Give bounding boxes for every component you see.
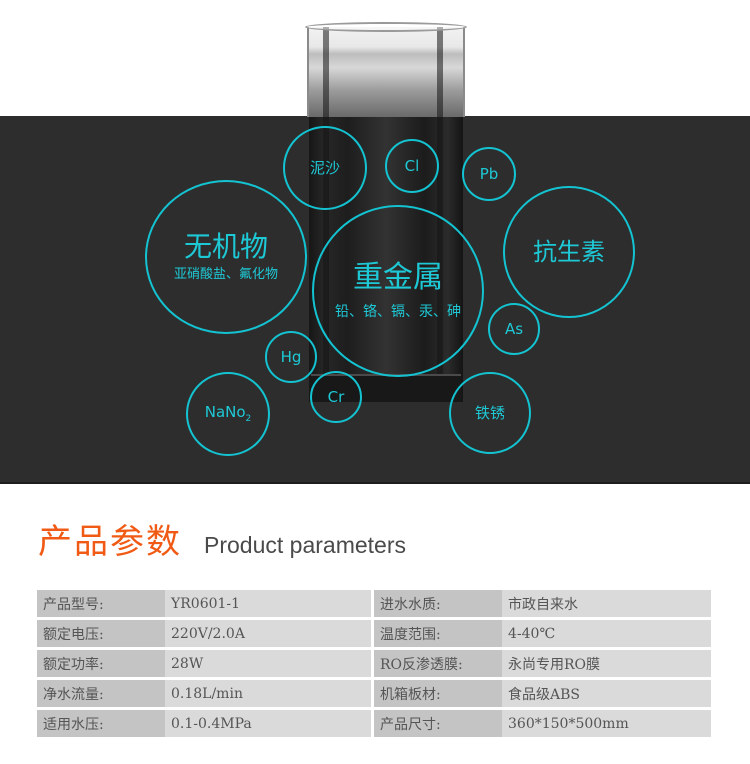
column-divider	[371, 620, 374, 647]
bubble-chromium: Cr	[310, 371, 362, 423]
param-value: 永尚专用RO膜	[502, 650, 711, 677]
bubble-title: Cl	[404, 156, 420, 175]
param-value: YR0601-1	[165, 590, 371, 617]
param-value: 4-40℃	[502, 620, 711, 647]
glass-edge	[437, 27, 443, 402]
table-row: 净水流量: 0.18L/min 机箱板材: 食品级ABS	[37, 680, 717, 707]
param-label: 进水水质:	[374, 590, 502, 617]
section-title-cn: 产品参数	[38, 522, 182, 562]
param-label: 额定功率:	[37, 650, 165, 677]
param-label: 净水流量:	[37, 680, 165, 707]
param-value: 0.1-0.4MPa	[165, 710, 371, 737]
param-value: 市政自来水	[502, 590, 711, 617]
param-label: 适用水压:	[37, 710, 165, 737]
bubble-title: 无机物	[183, 229, 268, 263]
table-row: 适用水压: 0.1-0.4MPa 产品尺寸: 360*150*500mm	[37, 710, 717, 737]
formula-text: NaNo	[204, 402, 246, 421]
param-label: 温度范围:	[374, 620, 502, 647]
bubble-sediment: 泥沙	[283, 126, 367, 210]
bubble-arsenic: As	[488, 303, 540, 355]
bubble-subtitle: 铅、铬、镉、汞、砷	[335, 304, 461, 321]
param-label: RO反渗透膜:	[374, 650, 502, 677]
table-row: 产品型号: YR0601-1 进水水质: 市政自来水	[37, 590, 717, 617]
bubble-title: Cr	[327, 387, 345, 406]
bubble-title: 抗生素	[533, 237, 605, 266]
bubble-sodium-nitrite: NaNo2	[186, 372, 270, 456]
bubble-title: 铁锈	[474, 403, 505, 422]
glass-rim	[305, 22, 467, 32]
bubble-title: 泥沙	[309, 158, 340, 177]
bubble-antibiotics: 抗生素	[503, 186, 635, 318]
bubble-rust: 铁锈	[449, 372, 531, 454]
param-label: 机箱板材:	[374, 680, 502, 707]
table-row: 额定电压: 220V/2.0A 温度范围: 4-40℃	[37, 620, 717, 647]
section-title-en: Product parameters	[204, 532, 406, 558]
product-params-table: 产品型号: YR0601-1 进水水质: 市政自来水 额定电压: 220V/2.…	[37, 590, 717, 740]
param-value: 食品级ABS	[502, 680, 711, 707]
bubble-chlorine: Cl	[385, 139, 439, 193]
section-header: 产品参数 Product parameters	[38, 514, 406, 563]
bubble-subtitle: 亚硝酸盐、氟化物	[173, 266, 278, 282]
param-value: 220V/2.0A	[165, 620, 371, 647]
column-divider	[371, 590, 374, 617]
column-divider	[371, 680, 374, 707]
param-label: 产品型号:	[37, 590, 165, 617]
bubble-title: NaNo2	[204, 402, 252, 425]
param-value: 28W	[165, 650, 371, 677]
glass-edge	[323, 27, 329, 402]
bubble-mercury: Hg	[265, 331, 317, 383]
bubble-title: 重金属	[353, 260, 443, 296]
bubble-title: As	[504, 319, 524, 338]
bubble-lead: Pb	[462, 147, 516, 201]
table-row: 额定功率: 28W RO反渗透膜: 永尚专用RO膜	[37, 650, 717, 677]
bubble-title: Hg	[280, 347, 302, 366]
formula-subscript: 2	[245, 413, 252, 424]
param-value: 0.18L/min	[165, 680, 371, 707]
column-divider	[371, 710, 374, 737]
param-value: 360*150*500mm	[502, 710, 711, 737]
param-label: 产品尺寸:	[374, 710, 502, 737]
column-divider	[371, 650, 374, 677]
param-label: 额定电压:	[37, 620, 165, 647]
bubble-inorganic: 无机物 亚硝酸盐、氟化物	[145, 180, 307, 334]
bubble-title: Pb	[479, 164, 499, 183]
bubble-heavy-metals: 重金属 铅、铬、镉、汞、砷	[312, 205, 484, 377]
